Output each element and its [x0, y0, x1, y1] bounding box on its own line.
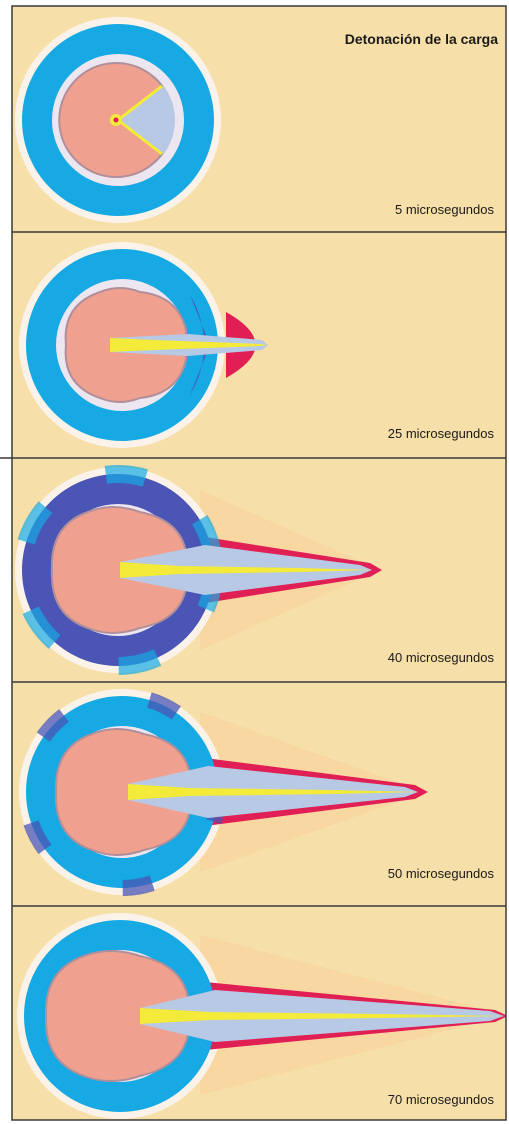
- panel-5-microseconds: [15, 17, 221, 223]
- time-label-50us: 50 microsegundos: [388, 866, 495, 881]
- time-label-25us: 25 microsegundos: [388, 426, 495, 441]
- time-label-70us: 70 microsegundos: [388, 1092, 495, 1107]
- ignition-core: [114, 118, 119, 123]
- figure-title: Detonación de la carga: [345, 31, 498, 47]
- time-label-5us: 5 microsegundos: [395, 202, 494, 217]
- time-label-40us: 40 microsegundos: [388, 650, 495, 665]
